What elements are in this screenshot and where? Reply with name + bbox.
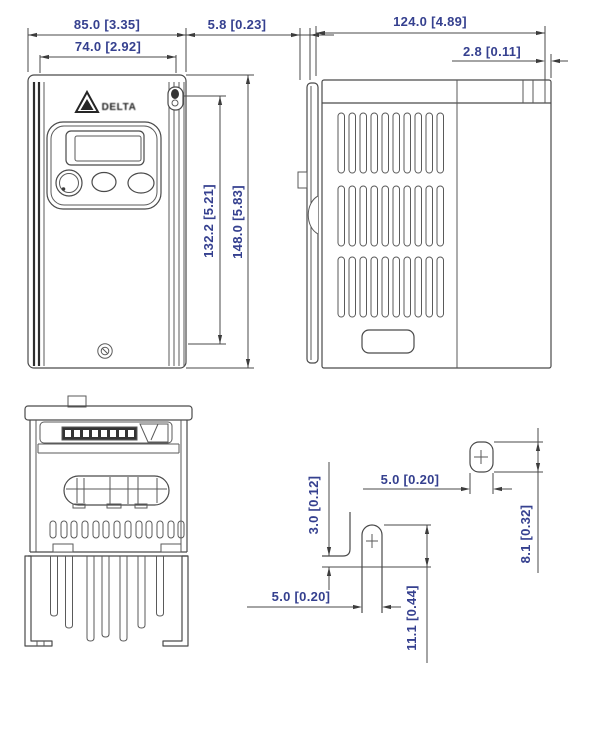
nameplate — [361, 329, 415, 354]
display-bezel — [65, 130, 145, 166]
bottom-mounting-slot — [361, 524, 383, 536]
keypad-button — [127, 172, 155, 194]
keypad-knob — [55, 169, 83, 197]
delta-wordmark: DELTA — [102, 102, 137, 113]
dim-depth: 124.0 [4.89] — [393, 14, 467, 29]
heatsink-fins — [24, 555, 189, 647]
side-tab — [297, 171, 308, 189]
side-view — [297, 79, 552, 369]
keypad-button — [91, 171, 117, 193]
dim-front-width: 85.0 [3.35] — [74, 17, 140, 32]
dim-top-hole-height: 8.1 [0.32] — [518, 505, 533, 564]
dim-top-hole-width: 5.0 [0.20] — [381, 472, 440, 487]
cable-clamp — [63, 475, 170, 509]
keypad-panel — [46, 121, 162, 210]
dim-keypad-depth: 5.8 [0.23] — [208, 17, 267, 32]
bottom-vent-slots — [49, 520, 185, 539]
top-mounting-hole — [469, 441, 494, 473]
top-tab — [67, 395, 87, 408]
cover-screw — [97, 343, 113, 359]
delta-logo-icon: DELTA — [74, 89, 137, 113]
bottom-view — [24, 395, 193, 647]
dim-flange-depth: 2.8 [0.11] — [463, 44, 521, 59]
top-mounting-hole-detail: 5.0 [0.20] 8.1 [0.32] — [363, 428, 543, 573]
dim-mounting-height: 132.2 [5.21] — [201, 184, 216, 258]
left-rail — [32, 82, 45, 366]
side-bump — [307, 195, 319, 235]
right-rail — [167, 82, 185, 366]
dim-slot-width: 5.0 [0.20] — [272, 589, 331, 604]
top-cap — [24, 405, 193, 421]
terminal-block — [61, 426, 138, 441]
bottom-mounting-slot-detail: 3.0 [0.12] 5.0 [0.20] 11.1 [0.44] — [247, 462, 431, 663]
display-screen — [74, 135, 142, 162]
front-view: DELTA — [27, 74, 187, 369]
dim-mounting-width: 74.0 [2.92] — [75, 39, 141, 54]
dim-slot-height: 11.1 [0.44] — [404, 585, 419, 650]
dim-front-height: 148.0 [5.83] — [230, 185, 245, 259]
front-view-dimensions: 85.0 [3.35] 74.0 [2.92] 5.8 [0.23] 132.2… — [27, 17, 334, 369]
side-view-dimensions: 124.0 [4.89] 2.8 [0.11] — [315, 14, 568, 80]
vent-slots — [337, 112, 444, 318]
release-lever — [139, 423, 169, 443]
dim-ledge-offset: 3.0 [0.12] — [306, 476, 321, 535]
